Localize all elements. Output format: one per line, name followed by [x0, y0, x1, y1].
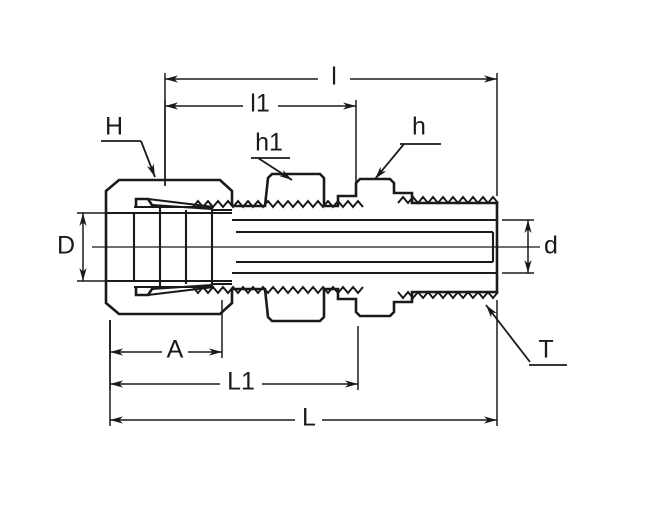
dimension-L: L	[109, 300, 498, 432]
dimension-d: d	[502, 219, 558, 274]
dimension-l1: l1	[164, 90, 357, 192]
leader-pointer-h1	[257, 157, 293, 181]
dimension-L1: L1	[109, 320, 359, 396]
thread-upper-left	[192, 199, 364, 209]
body-lower-outline	[232, 273, 499, 323]
dimension-label-l: l	[331, 63, 337, 91]
dimension-label-L: L	[302, 404, 316, 432]
leader-label-h1: h1	[255, 129, 283, 157]
ferrule-grip-lower-edge2	[151, 283, 213, 291]
thread-upper-right	[397, 195, 499, 205]
leader-label-H: H	[105, 113, 123, 141]
dimension-label-D: D	[57, 232, 75, 260]
leader-pointer-h	[374, 143, 405, 180]
body-upper-outline	[232, 172, 499, 220]
dimension-label-L1: L1	[227, 368, 255, 396]
leader-h: h	[374, 113, 441, 180]
thread-lower-right	[397, 290, 499, 300]
thread-lower-left	[192, 285, 364, 295]
leader-H: H	[101, 113, 156, 178]
nut-upper-outline	[104, 178, 234, 213]
leader-h1: h1	[251, 129, 293, 181]
dimension-label-d: d	[544, 232, 558, 260]
leader-label-T: T	[538, 336, 553, 364]
part-geometry	[92, 172, 540, 323]
ferrule-grip-upper-edge2	[151, 203, 213, 211]
leader-T: T	[485, 304, 567, 366]
dimension-label-l1: l1	[250, 90, 269, 118]
dimension-label-A: A	[167, 336, 184, 364]
dimension-A: A	[109, 300, 223, 364]
dimension-D: D	[57, 212, 108, 282]
leader-pointer-T	[485, 304, 531, 363]
leader-label-h: h	[412, 113, 426, 141]
nut-lower-outline	[104, 281, 234, 316]
leader-pointer-H	[140, 140, 156, 178]
dimension-l: l	[164, 63, 498, 196]
